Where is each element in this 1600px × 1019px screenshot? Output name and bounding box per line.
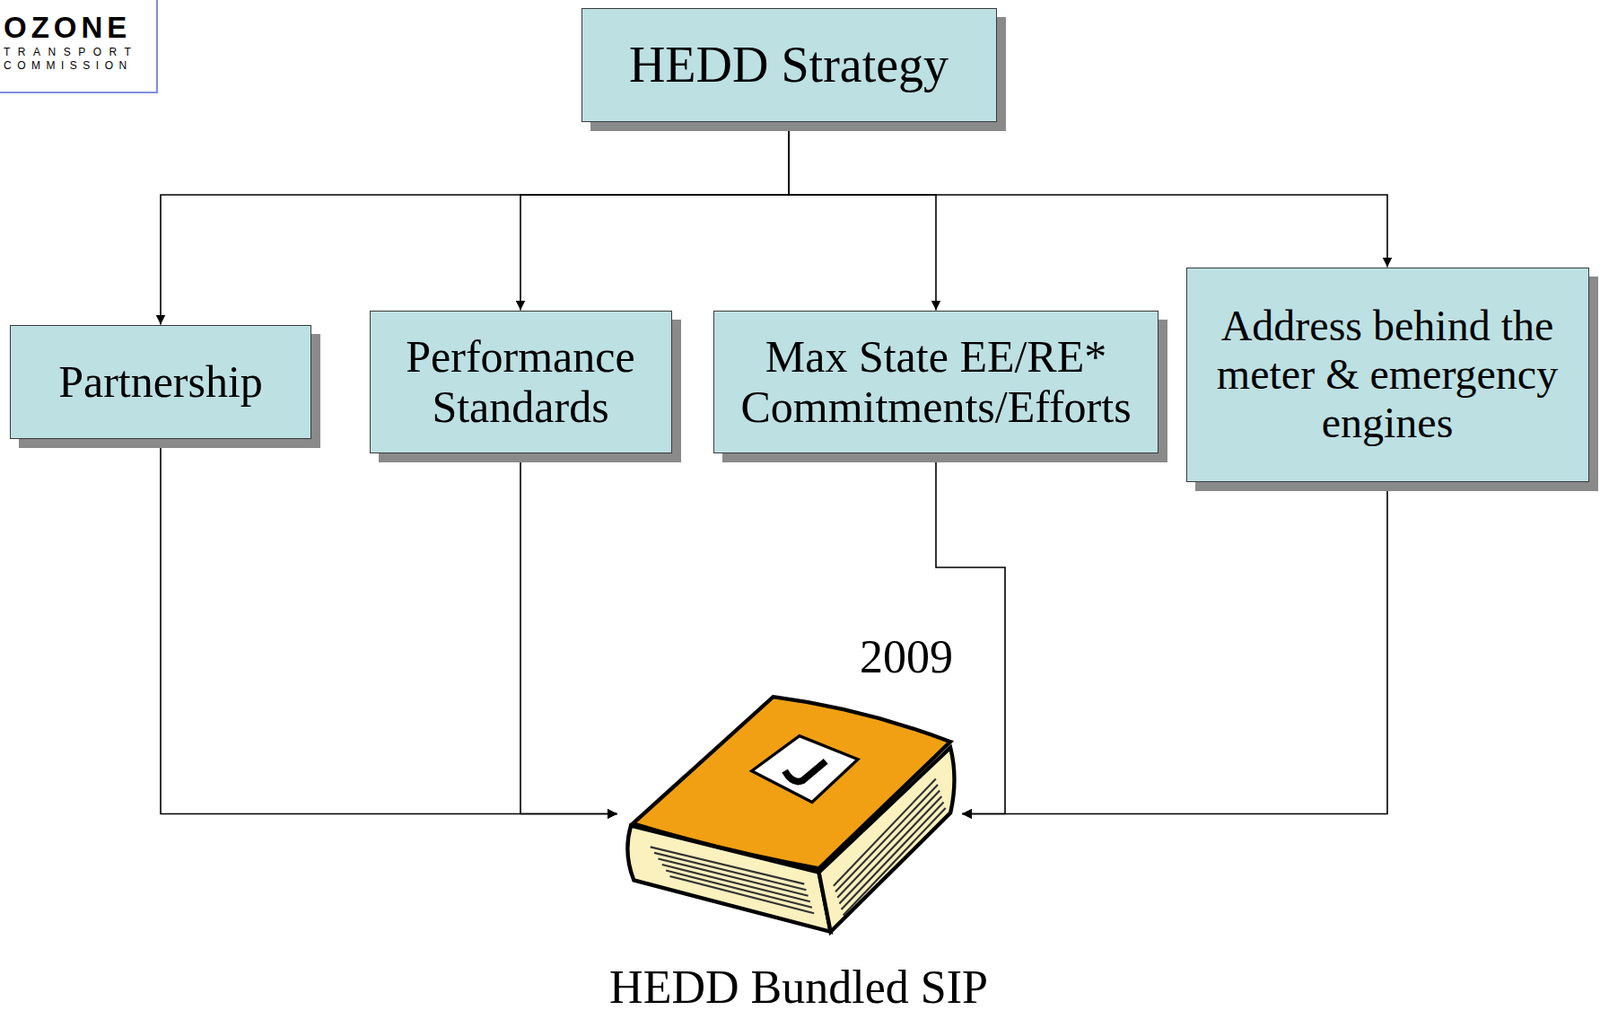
logo-text: COMMISSION xyxy=(3,60,133,71)
connector-arrow xyxy=(160,122,789,325)
process-box: Max State EE/RE* Commitments/Efforts xyxy=(713,310,1159,454)
logo-text: OZONE xyxy=(3,12,132,43)
book-node: 2009HEDD Bundled SIP xyxy=(574,623,1023,1019)
box-label: Address behind the meter & emergency eng… xyxy=(1199,301,1576,446)
process-box: Performance Standards xyxy=(369,310,673,454)
book-illustration xyxy=(619,685,961,942)
box-label: Max State EE/RE* Commitments/Efforts xyxy=(726,331,1146,432)
box-label: Performance Standards xyxy=(383,331,659,432)
box-label: Partnership xyxy=(58,356,263,407)
process-box: Partnership xyxy=(9,324,312,439)
year-label: 2009 xyxy=(834,630,979,683)
logo-text: TRANSPORT xyxy=(3,46,139,58)
connector-arrow xyxy=(961,481,1388,814)
logo-box: OZONE TRANSPORT COMMISSION xyxy=(0,0,158,94)
connector-arrow xyxy=(520,122,789,311)
connector-arrow xyxy=(520,453,618,814)
connector-arrow xyxy=(788,122,1388,268)
strategy-box: HEDD Strategy xyxy=(581,8,997,123)
box-label: HEDD Strategy xyxy=(629,36,949,94)
book-caption: HEDD Bundled SIP xyxy=(574,961,1023,1014)
process-box: Address behind the meter & emergency eng… xyxy=(1186,267,1590,482)
connector-arrow xyxy=(160,438,618,814)
connector-arrow xyxy=(788,122,936,311)
